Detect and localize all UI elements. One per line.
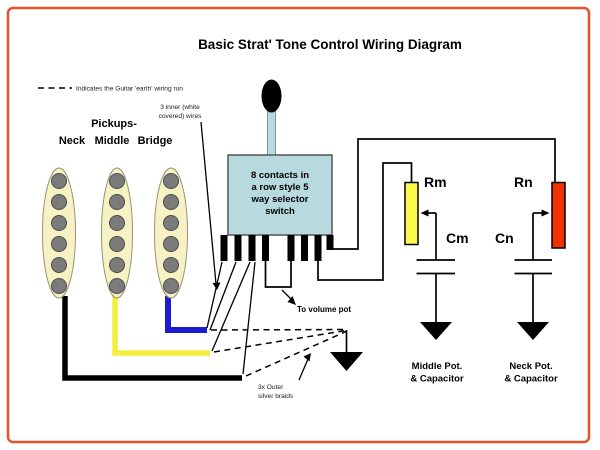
inner-wire-line — [211, 261, 251, 352]
neck-red-wire — [62, 296, 242, 381]
pickups-heading: Pickups- — [91, 118, 137, 130]
pole-piece-icon — [109, 215, 125, 231]
switch-label-line4: switch — [265, 206, 295, 217]
inner-wire-line — [206, 261, 223, 329]
pole-piece-icon — [51, 215, 67, 231]
slide-border — [6, 6, 591, 444]
bridge-blue-wire — [165, 296, 207, 333]
earth-dashed-line — [245, 330, 347, 377]
bridge-pole-pieces — [163, 173, 179, 294]
bridge-pickup — [154, 167, 188, 299]
switch-contact — [220, 235, 228, 261]
selector-switch: 8 contacts in a row style 5 way selector… — [220, 79, 334, 261]
rn-wiper-arrow-icon — [541, 209, 550, 217]
middle-pot-label-line1: Middle Pot. — [412, 361, 463, 372]
rm-wiper-arrow-icon — [420, 209, 429, 217]
neck-pole-pieces — [51, 173, 67, 294]
earth-dashed-line — [210, 328, 347, 331]
neck-pickup-body — [42, 167, 76, 299]
middle-pot-label-line2: & Capacitor — [410, 374, 464, 385]
middle-pickup — [101, 167, 133, 299]
cm-capacitor-icon — [416, 259, 455, 275]
neck-pot-label-line2: & Capacitor — [504, 374, 558, 385]
pole-piece-icon — [109, 236, 125, 252]
switch-contact — [234, 235, 242, 261]
pole-piece-icon — [51, 194, 67, 210]
switch-label-line2: a row style 5 — [251, 182, 309, 193]
switch-contact — [287, 235, 295, 261]
volume-pot-arrow-icon — [287, 296, 296, 305]
switch-lever — [267, 107, 276, 159]
switch-contact — [262, 235, 269, 261]
inner-wire-runs — [206, 261, 256, 375]
bridge-pickup-body — [154, 167, 188, 299]
rn-label: Rn — [514, 174, 533, 190]
ground-symbol-icon — [330, 352, 363, 371]
middle-yellow-wire — [112, 296, 210, 356]
middle-pole-pieces — [109, 173, 125, 294]
earth-dashed-line — [213, 329, 347, 353]
earth-wiring-runs — [210, 328, 363, 377]
switch-label-line1: 8 contacts in — [251, 170, 309, 181]
pole-piece-icon — [51, 257, 67, 273]
outer-braids-pointer-line — [298, 358, 309, 381]
pole-piece-icon — [109, 194, 125, 210]
inner-wires-label-line2: covered) wires — [159, 113, 203, 120]
outer-braids-label-line2: silver braids — [258, 393, 294, 400]
pole-piece-icon — [109, 278, 125, 294]
neck-pickup — [42, 167, 76, 299]
switch-contact — [248, 235, 256, 261]
volume-pot-pointer-line — [281, 289, 293, 301]
rm-label: Rm — [424, 174, 447, 190]
outer-braids-arrow-icon — [303, 353, 311, 362]
bridge-label: Bridge — [138, 135, 173, 147]
pole-piece-icon — [109, 257, 125, 273]
to-volume-pot-label: To volume pot — [297, 305, 351, 314]
pole-piece-icon — [51, 236, 67, 252]
rn-potentiometer — [551, 181, 566, 249]
neck-label: Neck — [59, 135, 86, 147]
wire-to-volume-pot — [264, 261, 292, 288]
pole-piece-icon — [51, 278, 67, 294]
pole-piece-icon — [51, 173, 67, 189]
pole-piece-icon — [163, 278, 179, 294]
ground-symbol-icon — [517, 322, 549, 340]
legend-earth-label: Indicates the Guitar 'earth' wiring run — [76, 86, 183, 93]
pole-piece-icon — [163, 215, 179, 231]
ground-symbol-icon — [420, 322, 452, 340]
switch-contact — [314, 235, 322, 261]
switch-contacts — [220, 235, 334, 261]
switch-knob-icon — [261, 79, 282, 113]
pole-piece-icon — [163, 173, 179, 189]
rm-potentiometer — [404, 181, 419, 246]
pole-piece-icon — [163, 194, 179, 210]
wire-switch-to-rn — [333, 138, 556, 250]
page-title: Basic Strat' Tone Control Wiring Diagram — [198, 37, 462, 52]
inner-wire-line — [209, 261, 237, 331]
switch-contact — [301, 235, 308, 261]
pole-piece-icon — [109, 173, 125, 189]
neck-tone-network: Rn Cn Neck Pot. & Capacitor — [495, 174, 566, 385]
inner-wires-pointer-line — [200, 121, 217, 285]
switch-label-line3: way selector — [250, 194, 308, 205]
middle-tone-network: Rm Cm Middle Pot. & Capacitor — [404, 174, 469, 385]
wire-switch-to-rm — [317, 162, 413, 281]
switch-contact — [326, 235, 334, 250]
cn-label: Cn — [495, 230, 514, 246]
switch-body — [227, 154, 333, 236]
inner-wire-line — [242, 261, 256, 375]
cm-label: Cm — [446, 230, 469, 246]
cn-capacitor-icon — [514, 259, 552, 275]
middle-label: Middle — [95, 135, 130, 147]
inner-wires-label-line1: 3 inner (white — [160, 104, 200, 111]
neck-pot-label-line1: Neck Pot. — [509, 361, 552, 372]
outer-braids-label-line1: 3x Outer — [258, 384, 284, 391]
pole-piece-icon — [163, 236, 179, 252]
pole-piece-icon — [163, 257, 179, 273]
